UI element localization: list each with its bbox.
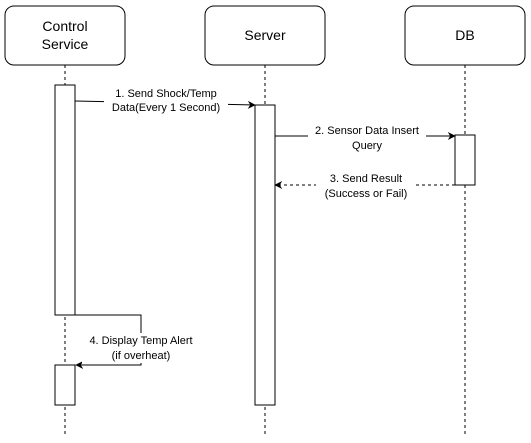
participant-db[interactable]: DB: [404, 5, 526, 66]
participant-box-db: [404, 5, 526, 66]
participant-control-service[interactable]: Control Service: [4, 5, 126, 66]
message-4-label-line2: (if overheat): [112, 350, 171, 362]
message-1-label-line1: 1. Send Shock/Temp: [115, 88, 217, 100]
activation-server: [254, 104, 276, 406]
message-4[interactable]: 4. Display Temp Alert (if overheat): [75, 314, 200, 369]
participant-box-control-service: [4, 5, 126, 66]
participant-label-control-service-line1: Control: [42, 18, 87, 34]
participant-server[interactable]: Server: [204, 5, 326, 66]
message-3[interactable]: 3. Send Result (Success or Fail): [274, 172, 455, 202]
activation-control-service-2: [54, 364, 76, 406]
message-1[interactable]: 1. Send Shock/Temp Data(Every 1 Second): [74, 86, 256, 116]
message-1-label-line2: Data(Every 1 Second): [112, 102, 220, 114]
message-3-label-line1: 3. Send Result: [330, 173, 402, 185]
participant-label-server: Server: [244, 27, 286, 43]
message-4-label-line1: 4. Display Temp Alert: [89, 335, 192, 347]
message-2-label-line1: 2. Sensor Data Insert: [315, 125, 419, 137]
message-3-label-line2: (Success or Fail): [325, 188, 408, 200]
message-4-label-bg: [82, 333, 200, 363]
message-2-label-line2: Query: [352, 140, 382, 152]
message-3-label-bg: [316, 172, 416, 202]
participant-label-control-service-line2: Service: [42, 36, 89, 52]
message-1-label-bg: [104, 86, 228, 116]
message-2[interactable]: 2. Sensor Data Insert Query: [275, 124, 456, 154]
participant-label-db: DB: [455, 27, 474, 43]
participant-box-server: [204, 5, 326, 66]
activation-db: [454, 134, 476, 186]
activation-control-service-1: [54, 84, 76, 316]
message-2-label-bg: [308, 124, 426, 154]
